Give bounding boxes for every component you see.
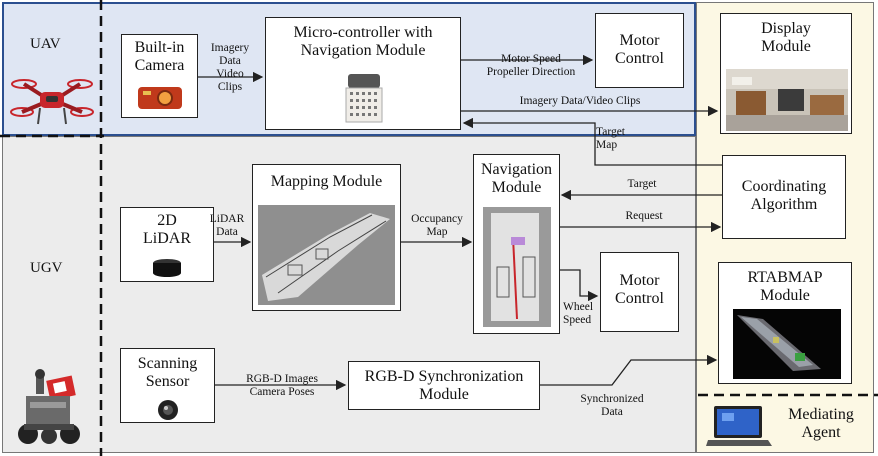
rgbd-sync-box: RGB-D Synchronization Module — [348, 361, 540, 410]
ugv-motor-control-box: Motor Control — [600, 252, 679, 332]
target-label: Target — [627, 178, 657, 190]
synchronized-data-label: Synchronized Data — [580, 393, 644, 418]
motor-speed-propeller-label: Motor Speed Propeller Direction — [486, 53, 576, 78]
occupancy-map-image — [258, 205, 395, 305]
camera-icon — [138, 87, 182, 109]
imagery-data-video-clips-label: Imagery Data Video Clips — [210, 42, 250, 93]
wheel-speed-label: Wheel Speed — [563, 301, 594, 326]
rgbd-images-camera-poses-label: RGB-D Images Camera Poses — [246, 373, 318, 398]
navigation-module-title: Navigation Module — [480, 161, 553, 196]
display-module-title: Display Module — [761, 20, 811, 55]
rgbd-sync-title: RGB-D Synchronization Module — [364, 368, 524, 403]
mediating-agent-label: Mediating Agent — [788, 406, 854, 441]
imagery-to-display-label: Imagery Data/Video Clips — [519, 95, 641, 107]
lidar-icon — [153, 259, 181, 277]
coordinating-algorithm-box: Coordinating Algorithm — [722, 155, 846, 239]
controller-board-icon — [345, 74, 383, 123]
office-photo — [726, 69, 848, 131]
target-map-label: Target Map — [596, 126, 625, 151]
uav-motor-control-title: Motor Control — [615, 32, 664, 67]
rtabmap-module-title: RTABMAP Module — [747, 269, 823, 304]
uav-motor-control-box: Motor Control — [595, 13, 684, 88]
microcontroller-title: Micro-controller with Navigation Module — [293, 24, 433, 59]
point-cloud-image — [733, 309, 841, 379]
request-label: Request — [625, 210, 663, 222]
drone-icon — [10, 79, 94, 125]
laptop-icon — [706, 406, 772, 446]
lidar-box: 2D LiDAR — [120, 207, 214, 282]
navigation-module-box: Navigation Module — [473, 154, 560, 334]
scanning-sensor-icon — [158, 400, 178, 420]
occupancy-map-label: Occupancy Map — [411, 213, 463, 238]
lidar-title: 2D LiDAR — [143, 212, 191, 247]
rtabmap-module-box: RTABMAP Module — [718, 262, 852, 384]
coordinating-algorithm-title: Coordinating Algorithm — [741, 178, 827, 213]
scanning-sensor-title: Scanning Sensor — [137, 355, 198, 390]
microcontroller-box: Micro-controller with Navigation Module — [265, 17, 461, 130]
ugv-label: UGV — [30, 260, 63, 276]
ground-robot-icon — [18, 369, 80, 444]
lidar-data-label: LiDAR Data — [209, 213, 245, 238]
mapping-module-box: Mapping Module — [252, 164, 401, 311]
scanning-sensor-box: Scanning Sensor — [120, 348, 215, 423]
navigation-map-image — [483, 207, 551, 327]
ugv-motor-control-title: Motor Control — [615, 272, 664, 307]
builtin-camera-title: Built-in Camera — [134, 39, 185, 74]
mapping-module-title: Mapping Module — [270, 173, 383, 190]
display-module-box: Display Module — [720, 13, 852, 134]
builtin-camera-box: Built-in Camera — [121, 34, 198, 118]
uav-label: UAV — [30, 36, 61, 52]
